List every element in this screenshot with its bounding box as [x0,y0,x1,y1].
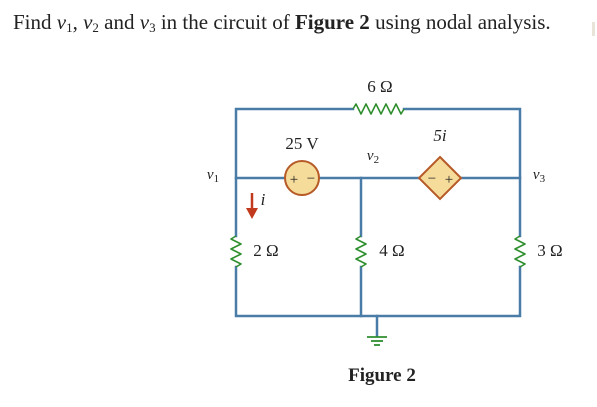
label-node-v2: v2 [367,148,379,166]
label-node-v3: v3 [533,167,546,185]
resistor-3ohm [514,235,526,268]
current-arrow-icon [246,193,258,219]
label-current-i: i [261,190,266,209]
source-minus: − [307,171,315,187]
label-4ohm: 4 Ω [379,241,404,260]
dependent-source: − + [417,155,463,201]
resistor-2ohm [230,235,242,268]
label-node-v1: v1 [207,167,219,185]
label-5i: 5i [433,126,447,145]
label-2ohm: 2 Ω [253,241,278,260]
var-v1: v [56,10,67,34]
figure-reference: Figure 2 [294,10,370,34]
wire-bottom [234,265,522,318]
resistor-4ohm [355,235,367,268]
voltage-source: + − [284,160,320,196]
figure-caption: Figure 2 [348,365,416,386]
var-v2: v [83,10,93,34]
ground-icon [367,336,387,346]
wires [234,107,522,338]
question-text: Find v1, v2 and v3 in the circuit of Fig… [13,10,551,35]
label-25v: 25 V [285,134,319,153]
var-v3: v [139,10,150,34]
label-6ohm: 6 Ω [367,77,392,96]
edge-mark [592,22,595,36]
dep-minus: − [428,171,436,187]
resistor-6ohm [352,103,405,115]
wire-top-left [234,107,355,238]
source-plus: + [290,172,298,188]
label-3ohm: 3 Ω [537,241,562,260]
dep-plus: + [445,172,453,188]
wire-top-right [402,107,522,238]
